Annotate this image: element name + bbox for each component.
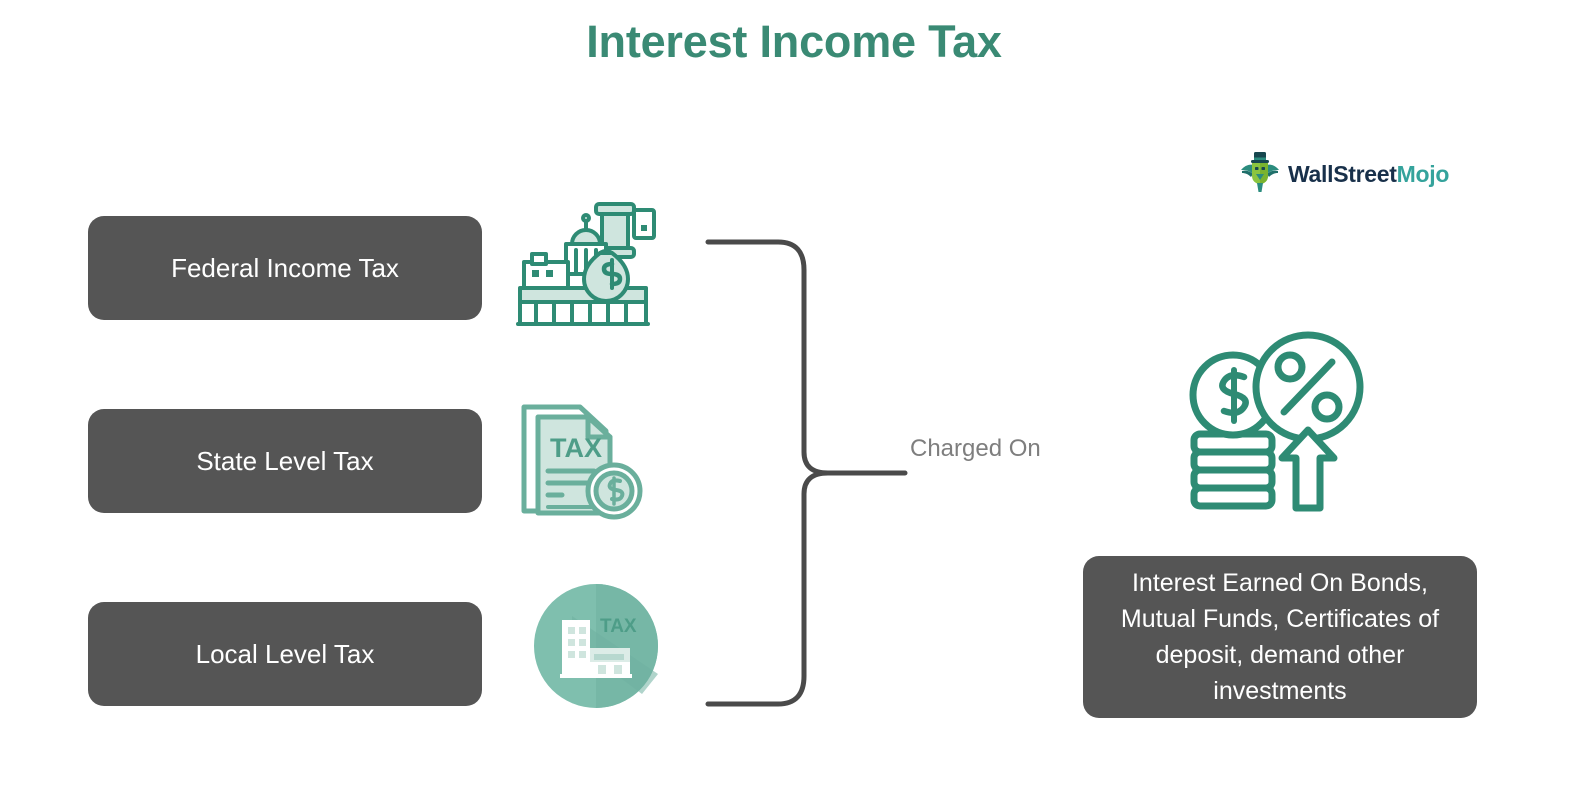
brand-name-secondary: Mojo xyxy=(1396,160,1450,187)
svg-text:TAX: TAX xyxy=(550,433,602,463)
curly-brace xyxy=(700,230,915,720)
result-description-text: Interest Earned On Bonds, Mutual Funds, … xyxy=(1120,569,1440,705)
brand-logo: WallStreetMojo xyxy=(1238,150,1460,198)
wallstreetmojo-bull-logo-icon xyxy=(1238,150,1282,199)
tax-level-box-state[interactable]: State Level Tax xyxy=(88,409,482,513)
tax-document-coin-icon: TAX xyxy=(508,395,658,525)
connector-label: Charged On xyxy=(910,435,1041,462)
tax-level-label: State Level Tax xyxy=(196,446,374,476)
tax-level-box-local[interactable]: Local Level Tax xyxy=(88,602,482,706)
tax-level-box-federal[interactable]: Federal Income Tax xyxy=(88,216,482,320)
city-building-tax-badge-icon: TAX xyxy=(532,582,660,710)
page-title: Interest Income Tax xyxy=(586,16,1002,67)
brand-name-primary: WallStreet xyxy=(1288,160,1397,187)
government-building-money-bag-icon xyxy=(508,200,658,330)
svg-text:TAX: TAX xyxy=(600,616,637,637)
tax-level-label: Federal Income Tax xyxy=(171,253,399,283)
tax-level-label: Local Level Tax xyxy=(195,639,375,669)
brand-logo-text: WallStreetMojo xyxy=(1288,161,1449,188)
result-description-box[interactable]: Interest Earned On Bonds, Mutual Funds, … xyxy=(1083,556,1477,718)
dollar-coin-stack-percent-growth-icon xyxy=(1168,322,1368,517)
